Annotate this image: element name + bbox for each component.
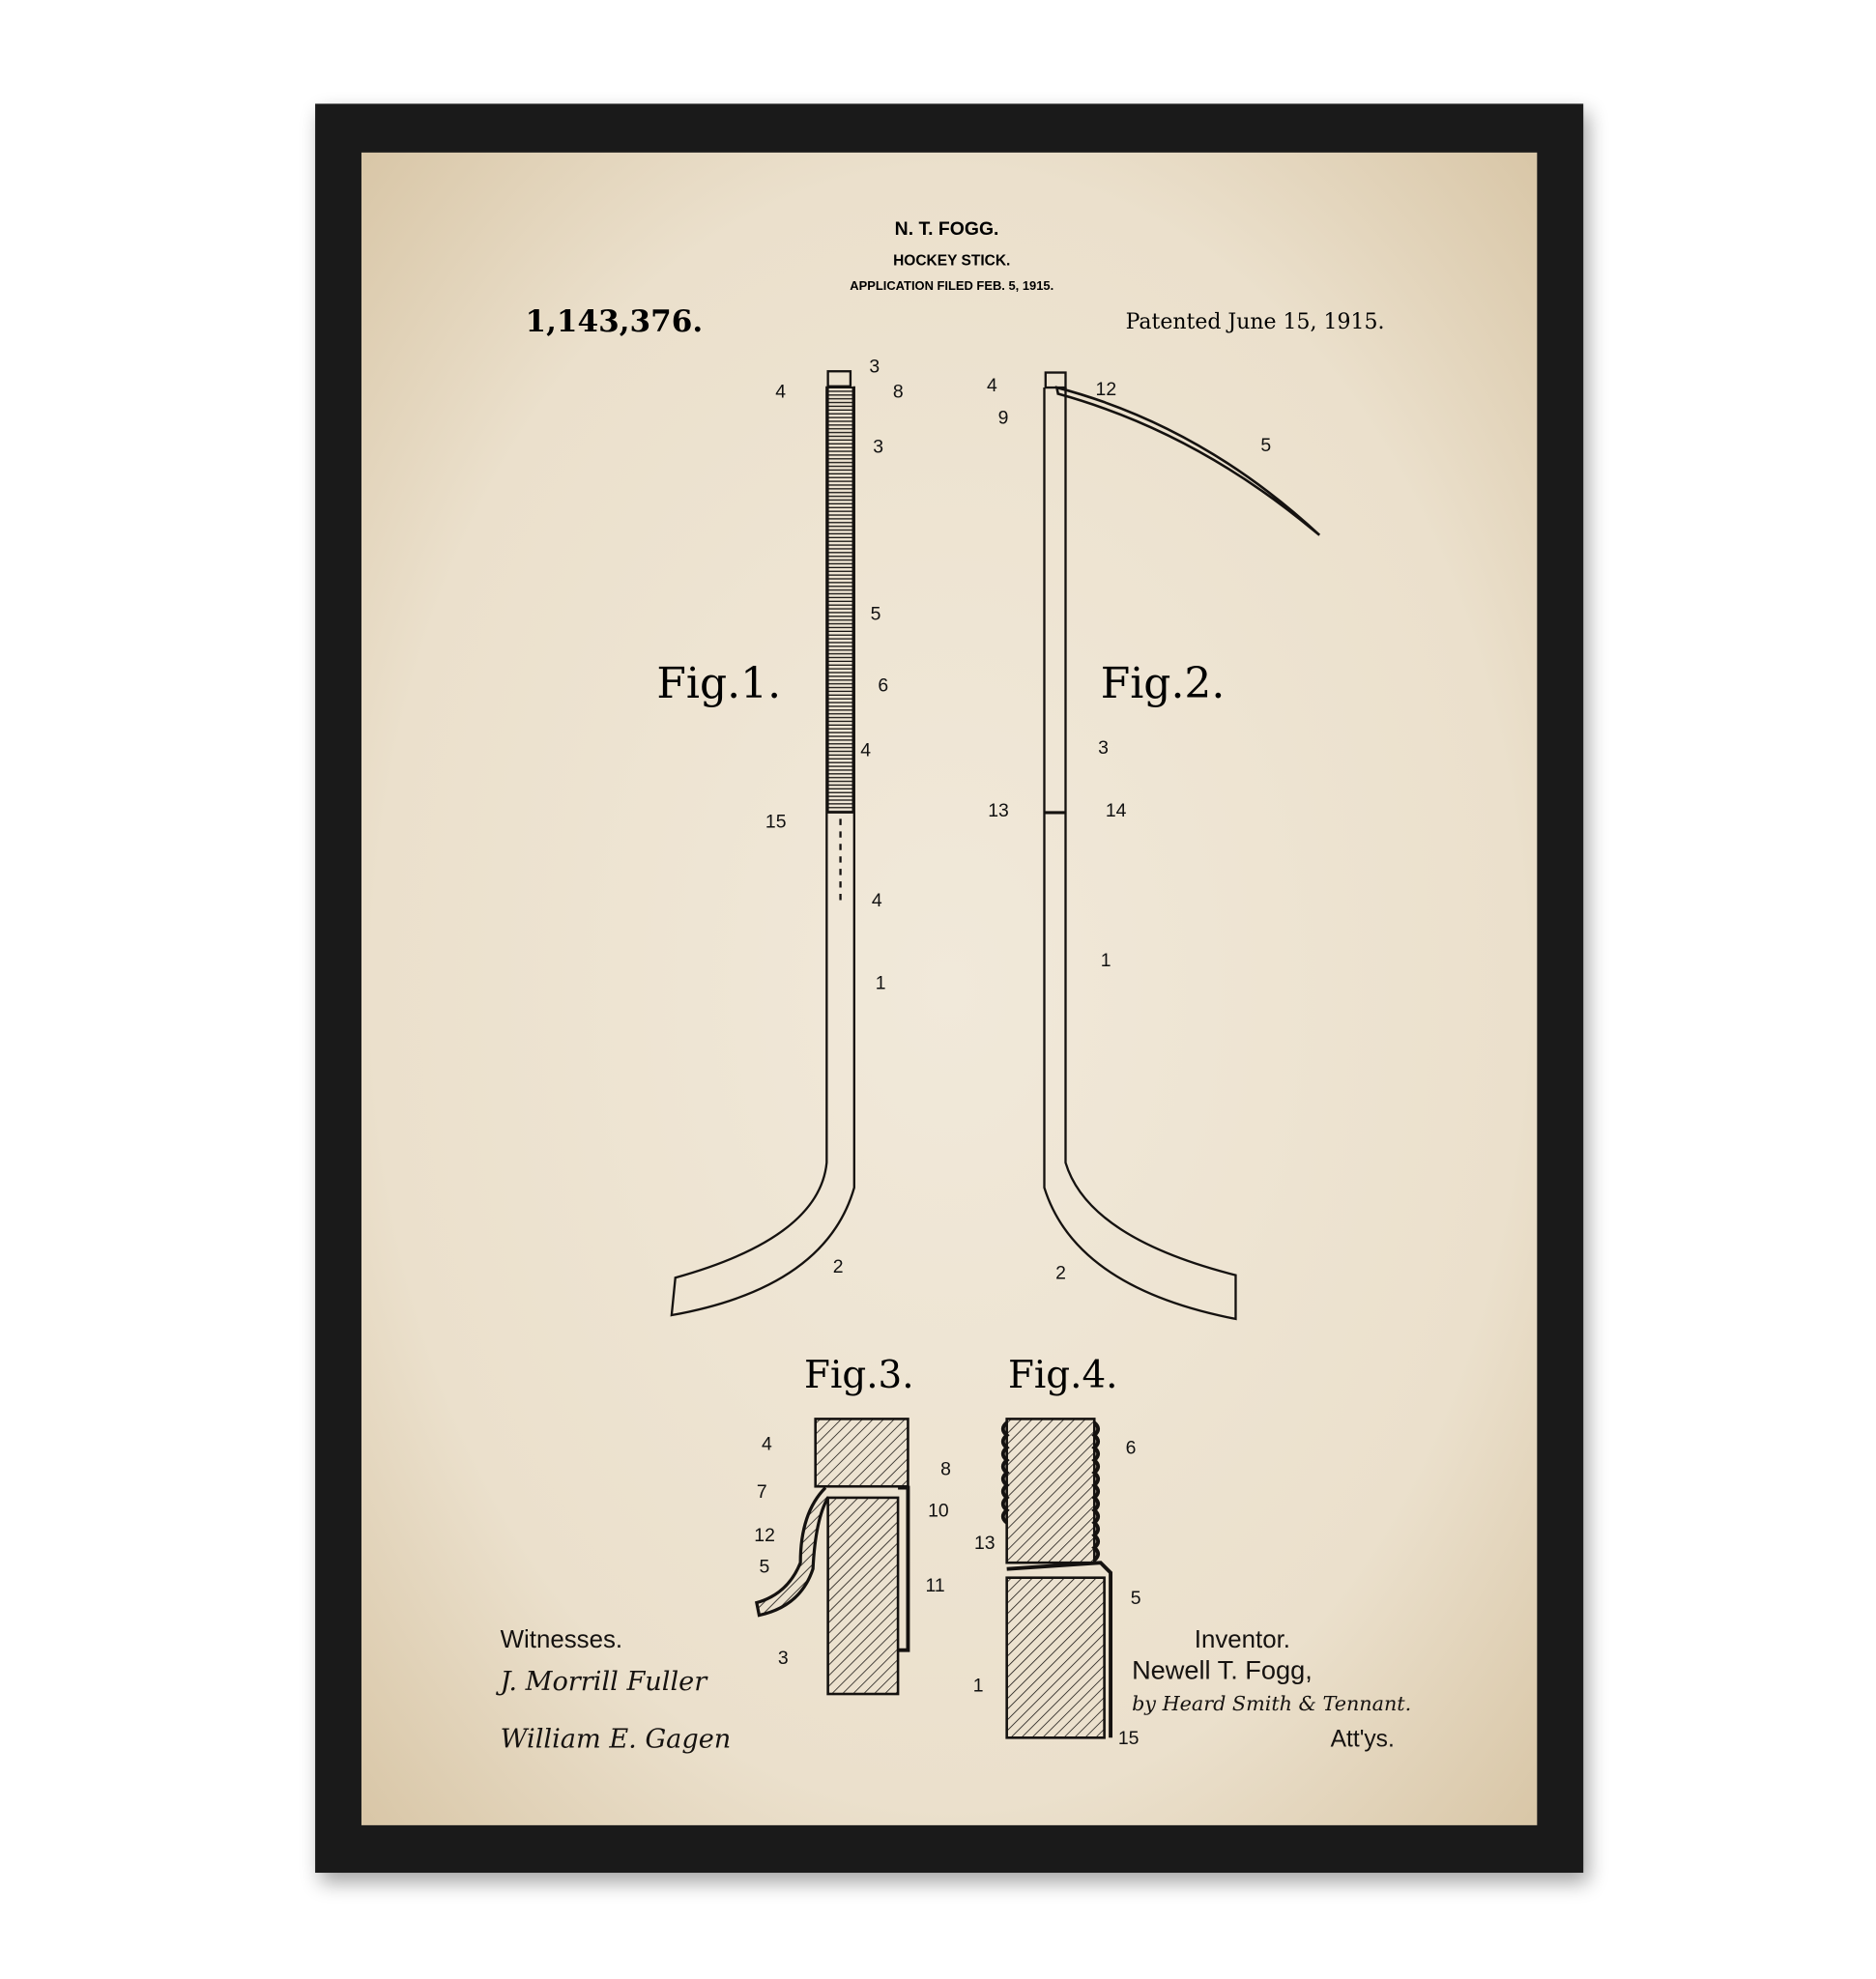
fig4-wrap-left: [1000, 1420, 1010, 1525]
fig3-title: Fig.3.: [804, 1354, 914, 1397]
ref-label: 4: [762, 1434, 772, 1455]
fig2-title: Fig.2.: [1101, 659, 1226, 708]
ref-label: 7: [757, 1481, 767, 1503]
fig1-cap: [826, 370, 852, 387]
fig1-grip-tape: [826, 387, 854, 814]
fig2-hockey-stick: [1043, 371, 1321, 1321]
ref-label: 3: [1098, 737, 1109, 759]
fig4-wrap-right: [1091, 1420, 1101, 1563]
ref-label: 14: [1106, 800, 1127, 821]
ref-label: 5: [1131, 1588, 1141, 1609]
ref-label: 13: [988, 800, 1009, 821]
ref-label: 6: [878, 674, 888, 696]
fig3-labels: 4 8 7 10 12 5 11 3: [754, 1434, 951, 1669]
fig2-tape-strip: [1054, 386, 1321, 536]
inventor-header: N. T. FOGG.: [895, 218, 999, 240]
ref-label: 12: [754, 1525, 775, 1546]
patent-number: 1,143,376.: [525, 304, 703, 339]
witness-signature-2: William E. Gagen: [501, 1725, 732, 1755]
patent-title: HOCKEY STICK.: [893, 252, 1010, 269]
ref-label: 1: [1101, 950, 1111, 971]
ref-label: 2: [1055, 1263, 1066, 1284]
ref-label: 6: [1126, 1438, 1137, 1459]
witness-signature-1: J. Morrill Fuller: [496, 1667, 709, 1697]
ref-label: 5: [871, 604, 881, 625]
ref-label: 9: [998, 408, 1009, 429]
ref-label: 5: [759, 1557, 769, 1578]
inventor-label: Inventor.: [1195, 1626, 1290, 1653]
fig2-labels: 4 12 9 5 3 13 14 1 2: [987, 375, 1271, 1284]
fig1-hockey-stick: [670, 370, 855, 1317]
fig4-cross-section: [1000, 1418, 1113, 1739]
ref-label: 5: [1260, 435, 1271, 456]
fig4-strip: [1006, 1561, 1113, 1738]
ref-label: 4: [872, 890, 882, 911]
fig2-shaft-blade: [1043, 387, 1237, 1321]
fig3-curled-strip: [754, 1486, 830, 1618]
fig1-labels: 3 4 8 3 5 6 4 15 4 1 2: [765, 357, 904, 1277]
fig3-lower-block: [826, 1496, 900, 1696]
attorneys-label: Att'ys.: [1331, 1726, 1395, 1752]
ref-label: 11: [926, 1575, 945, 1596]
ref-label: 4: [775, 381, 786, 402]
fig4-labels: 6 13 5 1 15: [973, 1438, 1141, 1749]
ref-label: 13: [974, 1533, 996, 1554]
ref-label: 8: [893, 381, 904, 402]
ref-label: 8: [940, 1459, 951, 1480]
ref-label: 4: [860, 740, 871, 761]
fig3-upper-block: [814, 1418, 909, 1488]
filed-date: APPLICATION FILED FEB. 5, 1915.: [850, 278, 1053, 293]
paper: [361, 152, 1538, 1825]
fig1-title: Fig.1.: [656, 659, 781, 708]
ref-label: 12: [1096, 379, 1117, 400]
ref-label: 4: [987, 375, 997, 396]
witnesses-label: Witnesses.: [501, 1626, 622, 1653]
fig3-strip-edge: [898, 1485, 910, 1652]
fig4-title: Fig.4.: [1008, 1354, 1118, 1397]
ref-label: 10: [928, 1500, 949, 1521]
fig4-lower-block: [1005, 1576, 1106, 1739]
ref-label: 15: [1118, 1728, 1140, 1749]
patented-date: Patented June 15, 1915.: [1126, 310, 1385, 334]
ref-label: 2: [833, 1256, 844, 1277]
ref-label: 15: [765, 811, 787, 832]
attorneys-signature: by Heard Smith & Tennant.: [1132, 1692, 1411, 1715]
ref-label: 3: [778, 1648, 789, 1669]
ref-label: 1: [876, 972, 886, 993]
inventor-name: Newell T. Fogg,: [1132, 1655, 1313, 1685]
fig4-upper-block: [1005, 1418, 1096, 1564]
fig3-cross-section: [754, 1418, 910, 1696]
fig1-shaft-blade: [670, 386, 855, 1317]
ref-label: 1: [973, 1675, 984, 1696]
ref-label: 3: [873, 436, 883, 457]
ref-label: 3: [869, 357, 880, 378]
